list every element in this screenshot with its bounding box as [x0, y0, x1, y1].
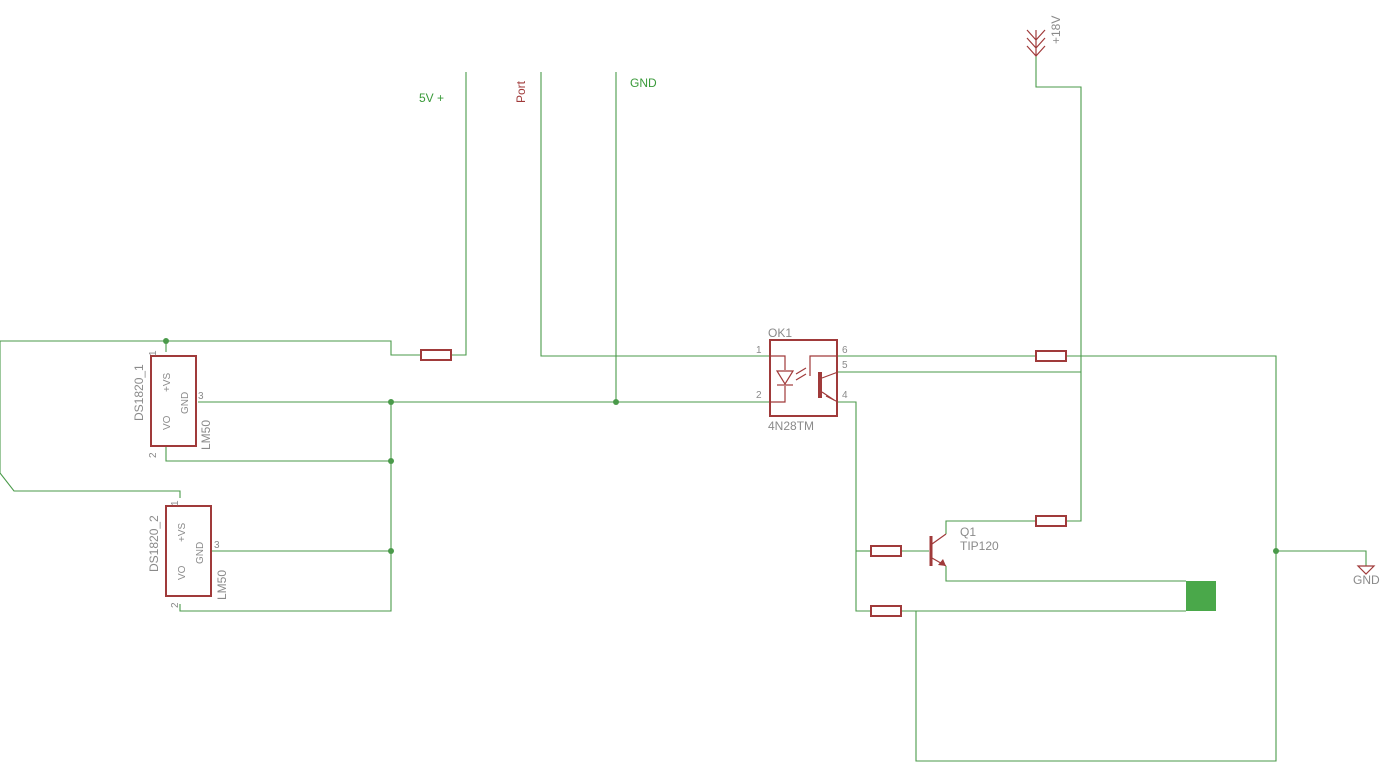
transistor-value: TIP120	[960, 539, 999, 553]
net-label-5v: 5V +	[419, 91, 444, 105]
phototransistor-leads	[821, 371, 839, 401]
resistor-r-collector	[1035, 515, 1067, 527]
sensor-2-gnd-label: GND	[195, 542, 206, 564]
net-vs-wire	[0, 340, 421, 356]
opto-body	[769, 339, 838, 417]
sensor-1-pin2-label: 2	[148, 452, 159, 458]
transistor-q1: Q1 TIP120	[929, 525, 999, 567]
net-port-wire	[540, 72, 769, 357]
junction-dot	[1273, 548, 1279, 554]
opto-internal-wire	[769, 355, 786, 403]
sensor-2-vo-label: VO	[177, 565, 188, 580]
net-gnd-right	[901, 355, 1277, 762]
sensor-2-pin2-label: 2	[170, 602, 181, 608]
net-s1-pin2	[165, 447, 391, 462]
opto-pin2: 2	[756, 390, 762, 401]
sensor-2-body	[165, 505, 212, 597]
sensor-2-name: DS1820_2	[147, 515, 161, 572]
junction-dot	[613, 399, 619, 405]
sensor-1-pin1-label: 1	[148, 350, 159, 356]
net-gnd-vertical	[179, 402, 392, 612]
junction-dot	[388, 548, 394, 554]
net-vs-wire-left	[0, 341, 181, 498]
resistor-r-5v	[420, 349, 452, 361]
opto-pin5: 5	[842, 360, 848, 371]
net-opto-pin4	[838, 401, 871, 612]
light-arrow-icon	[795, 367, 807, 381]
junction-dot	[388, 458, 394, 464]
resistor-r-opto6	[1035, 350, 1067, 362]
sensor-1-vo-label: VO	[162, 415, 173, 430]
transistor-emitter-arrow	[938, 559, 946, 566]
wires	[0, 55, 1367, 762]
connector-pad	[1186, 581, 1216, 611]
sensor-1-pin3-label: 3	[198, 391, 204, 402]
junctions	[163, 338, 1279, 554]
opto-pin4: 4	[842, 390, 848, 401]
net-label-port: Port	[514, 80, 528, 103]
net-label-18v: +18V	[1049, 16, 1063, 44]
sensor-2-vs-label: +VS	[177, 522, 188, 542]
opto-transistor-wire	[809, 355, 839, 403]
sensor-1-body	[150, 355, 197, 447]
resistor-r-base	[870, 545, 902, 557]
net-emitter	[945, 566, 1186, 582]
sensor-1-value: LM50	[199, 420, 213, 450]
net-5v-wire	[451, 72, 467, 356]
sensor-ds1820-1: 1 2 3 +VS GND VO DS1820_1 LM50	[132, 350, 213, 458]
sensor-1-name: DS1820_1	[132, 364, 146, 421]
sensor-2-pin1-label: 1	[170, 500, 181, 506]
sensor-2-pin3-label: 3	[214, 540, 220, 551]
supply-18v-symbol: +18V	[1026, 16, 1063, 57]
led-icon	[775, 370, 795, 386]
ground-icon	[1356, 565, 1376, 575]
junction-dot	[388, 399, 394, 405]
junction-dot	[163, 338, 169, 344]
resistors	[420, 349, 1067, 617]
opto-pin1: 1	[756, 345, 762, 356]
optocoupler-ok1: OK1 4N28TM 1 2 6 5 4	[756, 326, 848, 433]
net-18v-wire	[1035, 55, 1082, 522]
sensor-2-value: LM50	[215, 570, 229, 600]
opto-value: 4N28TM	[768, 419, 814, 433]
opto-name: OK1	[768, 326, 792, 340]
sensor-1-vs-label: +VS	[162, 372, 173, 392]
net-label-gnd-top: GND	[630, 76, 657, 90]
sensor-1-gnd-label: GND	[180, 392, 191, 414]
net-collector	[945, 520, 1036, 534]
net-gnd-symbol-wire	[1276, 550, 1367, 566]
sensor-ds1820-2: 1 2 3 +VS GND VO DS1820_2 LM50	[147, 500, 229, 608]
supply-arrow-icon	[1026, 29, 1046, 57]
net-label-gnd-right: GND	[1353, 573, 1380, 587]
opto-pin6: 6	[842, 345, 848, 356]
gnd-symbol-right: GND	[1353, 565, 1380, 587]
transistor-name: Q1	[960, 525, 976, 539]
resistor-r-pulldown	[870, 605, 902, 617]
